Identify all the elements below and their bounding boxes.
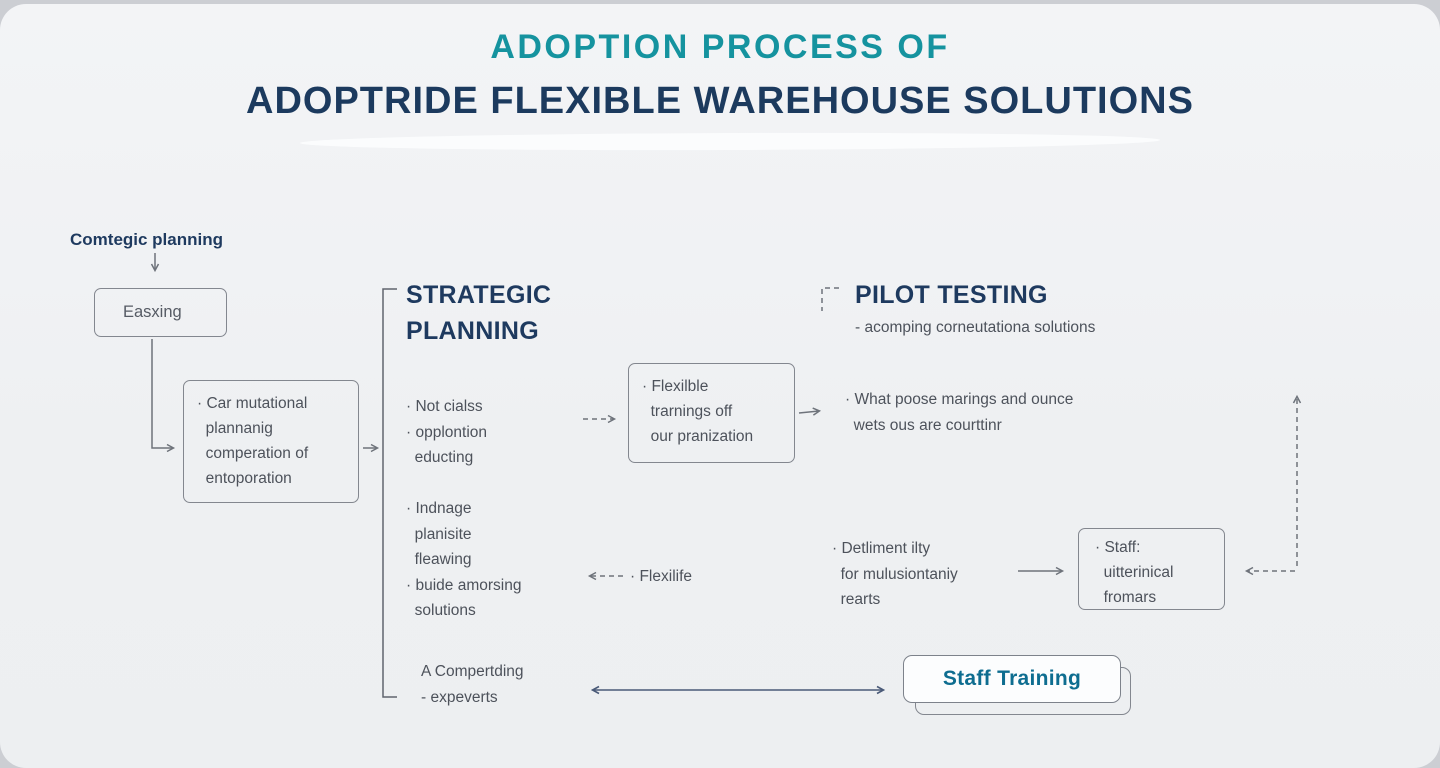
strategic-heading: STRATEGIC PLANNING [406, 281, 552, 345]
label-comperting: A Compertding - expeverts [421, 663, 524, 706]
box-flexible-trainings: · Flexilble trarnings off our pranizatio… [628, 363, 795, 463]
title-line-1: ADOPTION PROCESS OF [490, 28, 950, 66]
label-flexilife: · Flexilife [630, 568, 693, 585]
box-staff-uitterinical: · Staff: uitterinical fromars [1078, 528, 1225, 610]
strategic-bullets: · Not cialss · opplontion educting · Ind… [406, 398, 522, 619]
pilot-item-1: · What poose marings and ounce wets ous … [845, 391, 1074, 434]
pilot-heading: PILOT TESTING [855, 281, 1048, 309]
pilot-item-2: · Detliment ilty for mulusiontaniy reart… [832, 540, 958, 608]
staff-training-button: Staff Training [903, 655, 1121, 703]
label-comtegic-planning: Comtegic planning [70, 230, 223, 249]
page-card [0, 4, 1440, 768]
box-easxing: Easxing [94, 288, 227, 337]
title-line-2: ADOPTRIDE FLEXIBLE WAREHOUSE SOLUTIONS [246, 80, 1194, 122]
pilot-subtitle: - acomping corneutationa solutions [855, 319, 1096, 336]
box-car-mutational: · Car mutational plannanig comperation o… [183, 380, 359, 503]
